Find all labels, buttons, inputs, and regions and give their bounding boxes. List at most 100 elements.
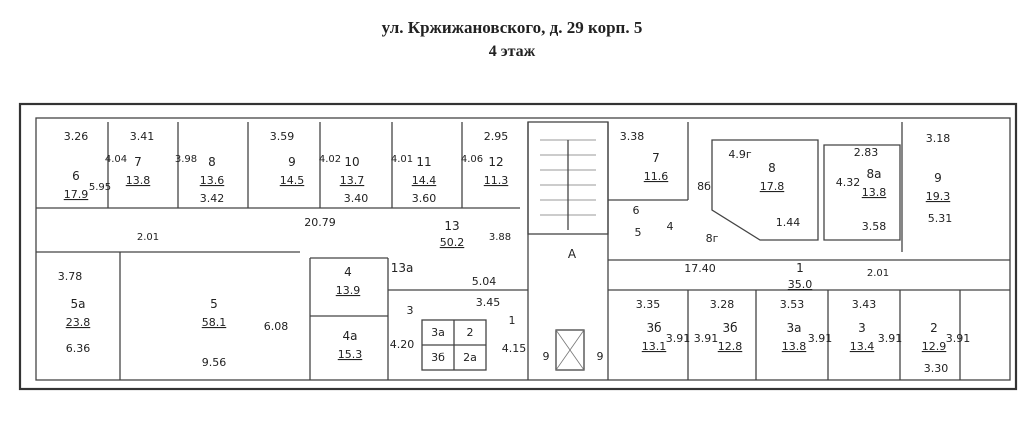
room-1-label: 1: [509, 314, 516, 327]
room-3a-width: 3.53: [780, 298, 805, 311]
room-4-area: 13.9: [336, 284, 361, 297]
room-7-width: 3.41: [130, 130, 155, 143]
room-3b-label: 3б: [431, 351, 445, 364]
room-12-number: 12: [488, 155, 503, 169]
dim-406: 4.06: [461, 154, 483, 165]
plan-address-title: ул. Кржижановского, д. 29 корп. 5: [381, 18, 643, 37]
room-3b2-number: 3б: [722, 321, 737, 335]
room-8r-number: 8: [768, 161, 776, 175]
room-11-width: 3.60: [412, 192, 437, 205]
room-7-area: 13.8: [126, 174, 151, 187]
room-3b2-area: 12.8: [718, 340, 743, 353]
room-3b1-number: 3б: [646, 321, 661, 335]
room-6r-label: 6: [633, 204, 640, 217]
room-6-area: 17.9: [64, 188, 89, 201]
room-6-width: 3.26: [64, 130, 89, 143]
dim-504: 5.04: [472, 275, 497, 288]
room-6-number: 6: [72, 169, 80, 183]
room-10-number: 10: [344, 155, 359, 169]
dim-391d: 3.91: [878, 332, 903, 345]
dim-391a: 3.91: [666, 332, 691, 345]
dim-531: 5.31: [928, 212, 953, 225]
room-7r-number: 7: [652, 151, 660, 165]
room-3a-label: 3а: [431, 326, 445, 339]
room-12-area: 11.3: [484, 174, 509, 187]
room-5a-area: 23.8: [66, 316, 91, 329]
dim-636: 6.36: [66, 342, 91, 355]
dim-404: 4.04: [105, 154, 127, 165]
room-4a-number: 4а: [343, 329, 358, 343]
room-9r-width: 3.18: [926, 132, 951, 145]
room-9-area: 14.5: [280, 174, 305, 187]
room-9-stair-right: 9: [597, 350, 604, 363]
dim-415: 4.15: [502, 342, 527, 355]
dim-201-right: 2.01: [867, 268, 889, 279]
inner-wall: [35, 117, 1011, 381]
room-4r-label: 4: [667, 220, 674, 233]
room-5-width: 9.56: [202, 356, 227, 369]
room-13-number: 13: [444, 219, 459, 233]
corridor-left-length: 20.79: [304, 216, 336, 229]
room-3b2-width: 3.28: [710, 298, 735, 311]
dim-608: 6.08: [264, 320, 289, 333]
room-13-area: 50.2: [440, 236, 465, 249]
room-13a-label: 13а: [391, 261, 414, 275]
room-8a-width: 2.83: [854, 146, 879, 159]
room-10-width: 3.40: [344, 192, 369, 205]
stairwell: [527, 121, 609, 371]
room-7r-area: 11.6: [644, 170, 669, 183]
room-8b-label: 8б: [697, 180, 711, 193]
stair-a-label: А: [568, 247, 577, 261]
outer-wall: [18, 102, 1018, 391]
dim-49g: 4.9г: [728, 148, 751, 161]
room-2-label: 2: [467, 326, 474, 339]
room-1r-number: 1: [796, 261, 804, 275]
room-8g-label: 8г: [706, 232, 719, 245]
dim-420: 4.20: [390, 338, 415, 351]
room-7-number: 7: [134, 155, 142, 169]
room-8r-area: 17.8: [760, 180, 785, 193]
room-9r-number: 9: [934, 171, 942, 185]
room-2a-label: 2а: [463, 351, 477, 364]
room-12-width: 2.95: [484, 130, 509, 143]
plan-floor-title: 4 этаж: [488, 43, 536, 60]
dim-388: 3.88: [489, 232, 511, 243]
room-7r-width: 3.38: [620, 130, 645, 143]
bottom-right-rooms: [687, 290, 961, 380]
room-3-width: 3.43: [852, 298, 877, 311]
dim-391e: 3.91: [946, 332, 971, 345]
room-5a-width: 3.78: [58, 270, 83, 283]
room-3b1-area: 13.1: [642, 340, 667, 353]
dim-401: 4.01: [391, 154, 413, 165]
room-3a-area: 13.8: [782, 340, 807, 353]
room-9-number: 9: [288, 155, 296, 169]
room-5-number: 5: [210, 297, 218, 311]
dim-144: 1.44: [776, 216, 801, 229]
room-11-area: 14.4: [412, 174, 437, 187]
room-10-area: 13.7: [340, 174, 365, 187]
room-2-width: 3.30: [924, 362, 949, 375]
room-4a-area: 15.3: [338, 348, 363, 361]
dim-595: 5.95: [89, 182, 111, 193]
corridor-right-length: 17.40: [684, 262, 716, 275]
room-8a-number: 8а: [867, 167, 882, 181]
dim-432: 4.32: [836, 176, 861, 189]
room-9-width: 3.59: [270, 130, 295, 143]
room-5a-number: 5а: [71, 297, 86, 311]
room-8a-area: 13.8: [862, 186, 887, 199]
dim-391c: 3.91: [808, 332, 833, 345]
room-9r-area: 19.3: [926, 190, 951, 203]
room-3b1-width: 3.35: [636, 298, 661, 311]
room-2-number: 2: [930, 321, 938, 335]
room-3-label: 3: [407, 304, 414, 317]
dim-345: 3.45: [476, 296, 501, 309]
dim-391b: 3.91: [694, 332, 719, 345]
room-3a-number: 3а: [787, 321, 802, 335]
room-2-area: 12.9: [922, 340, 947, 353]
room-4-number: 4: [344, 265, 352, 279]
room-8-number: 8: [208, 155, 216, 169]
room-9-stair-left: 9: [543, 350, 550, 363]
room-5-area: 58.1: [202, 316, 227, 329]
